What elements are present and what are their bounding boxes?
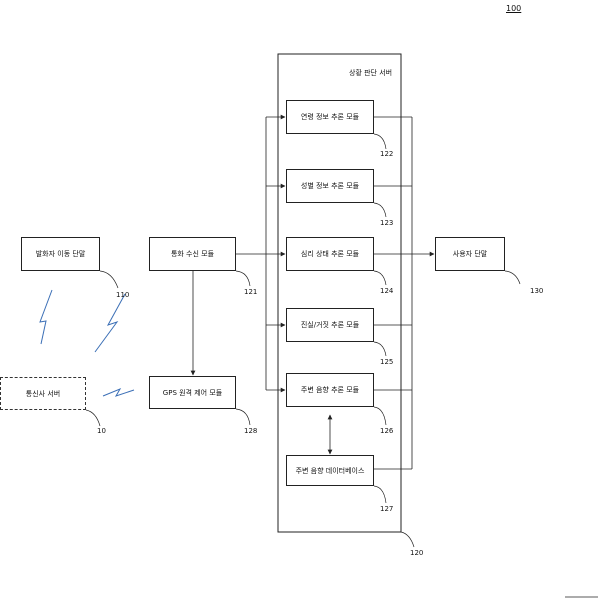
leader-130 [504, 270, 521, 285]
truth-module-label: 진실/거짓 추론 모듈 [300, 321, 360, 329]
wireless-link-icon [102, 387, 135, 397]
mental-module-label: 심리 상태 추론 모듈 [300, 250, 360, 258]
ref-124: 124 [380, 287, 394, 295]
user-terminal-label: 사용자 단말 [452, 250, 488, 258]
figure-ref: 100 [506, 4, 522, 13]
age-module-box: 연령 정보 추론 모듈 [286, 100, 374, 134]
leader-124 [373, 270, 387, 286]
ref-121: 121 [244, 288, 258, 296]
carrier-server-label: 통신사 서버 [25, 389, 61, 398]
gender-module-box: 성별 정보 추론 모듈 [286, 169, 374, 203]
ref-130: 130 [530, 287, 544, 295]
leader-125 [373, 341, 387, 357]
leader-110 [99, 270, 119, 289]
call-receiver-label: 통화 수신 모듈 [170, 250, 215, 258]
server-title: 상황 판단 서버 [349, 69, 393, 77]
ref-125: 125 [380, 358, 394, 366]
user-terminal-box: 사용자 단말 [435, 237, 505, 271]
leader-10 [85, 409, 101, 427]
wireless-link-icon [94, 293, 126, 353]
leader-120 [400, 531, 415, 548]
age-module-label: 연령 정보 추론 모듈 [300, 113, 360, 121]
leader-121 [235, 270, 251, 287]
ref-10: 10 [97, 427, 106, 435]
ref-120: 120 [410, 549, 424, 557]
ref-122: 122 [380, 150, 394, 158]
ambient-db-label: 주변 음향 데이터베이스 [295, 466, 365, 475]
leader-123 [373, 202, 387, 218]
ambient-module-label: 주변 음향 추론 모듈 [300, 386, 360, 394]
leader-126 [373, 406, 387, 426]
leader-128 [235, 408, 251, 426]
gps-module-box: GPS 원격 제어 모듈 [149, 376, 236, 409]
leader-122 [373, 133, 387, 150]
server-container [277, 53, 402, 533]
call-receiver-box: 통화 수신 모듈 [149, 237, 236, 271]
caller-terminal-label: 발화자 이동 단말 [35, 250, 86, 258]
wireless-link-icon [39, 289, 53, 345]
gender-module-label: 성별 정보 추론 모듈 [300, 182, 360, 190]
ref-123: 123 [380, 219, 394, 227]
ambient-db-box: 주변 음향 데이터베이스 [286, 455, 374, 486]
ref-128: 128 [244, 427, 258, 435]
ambient-module-box: 주변 음향 추론 모듈 [286, 373, 374, 407]
ref-110: 110 [116, 291, 130, 299]
leader-127 [373, 485, 387, 504]
carrier-server-box: 통신사 서버 [0, 377, 86, 410]
ref-127: 127 [380, 505, 394, 513]
caller-terminal-box: 발화자 이동 단말 [21, 237, 100, 271]
mental-module-box: 심리 상태 추론 모듈 [286, 237, 374, 271]
gps-module-label: GPS 원격 제어 모듈 [162, 388, 223, 397]
truth-module-box: 진실/거짓 추론 모듈 [286, 308, 374, 342]
ref-126: 126 [380, 427, 394, 435]
